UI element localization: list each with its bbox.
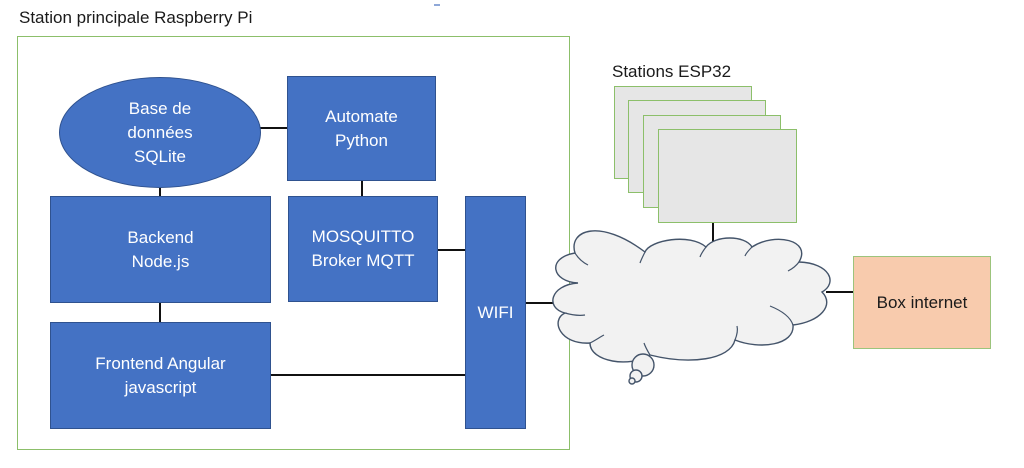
connector-automate-mosquitto (361, 180, 363, 197)
mosquitto-node[interactable]: MOSQUITTO Broker MQTT (288, 196, 438, 302)
database-label: Base de données SQLite (127, 98, 193, 166)
decorative-dash (434, 4, 440, 6)
wifi-node[interactable]: WIFI (465, 196, 526, 429)
connector-wifi-cloud (525, 302, 555, 304)
esp-stations-title: Stations ESP32 (612, 62, 732, 81)
database-node[interactable]: Base de données SQLite (59, 77, 261, 188)
thought-bubble-small (628, 377, 636, 385)
main-station-frame (17, 36, 570, 450)
connector-database-backend (159, 187, 161, 197)
backend-label: Backend Node.js (127, 227, 194, 271)
backend-node[interactable]: Backend Node.js (50, 196, 271, 303)
connector-backend-frontend (159, 302, 161, 323)
connector-mosquitto-wifi (437, 249, 466, 251)
connector-cloud-box (826, 291, 854, 293)
box-internet-label: Box internet (876, 292, 968, 312)
mosquitto-label: MOSQUITTO Broker MQTT (311, 227, 415, 270)
connector-esp-cloud (712, 222, 714, 242)
cloud-icon (552, 230, 831, 363)
main-station-title: Station principale Raspberry Pi (19, 8, 253, 27)
wifi-label: WIFI (477, 302, 514, 322)
connector-frontend-wifi (270, 374, 466, 376)
box-internet-node[interactable]: Box internet (853, 256, 991, 349)
automate-label: Automate Python (325, 106, 398, 150)
connector-database-automate (260, 127, 288, 129)
esp-station-card-4[interactable] (658, 129, 797, 223)
frontend-node[interactable]: Frontend Angular javascript (50, 322, 271, 429)
automate-node[interactable]: Automate Python (287, 76, 436, 181)
frontend-label: Frontend Angular javascript (95, 353, 226, 397)
